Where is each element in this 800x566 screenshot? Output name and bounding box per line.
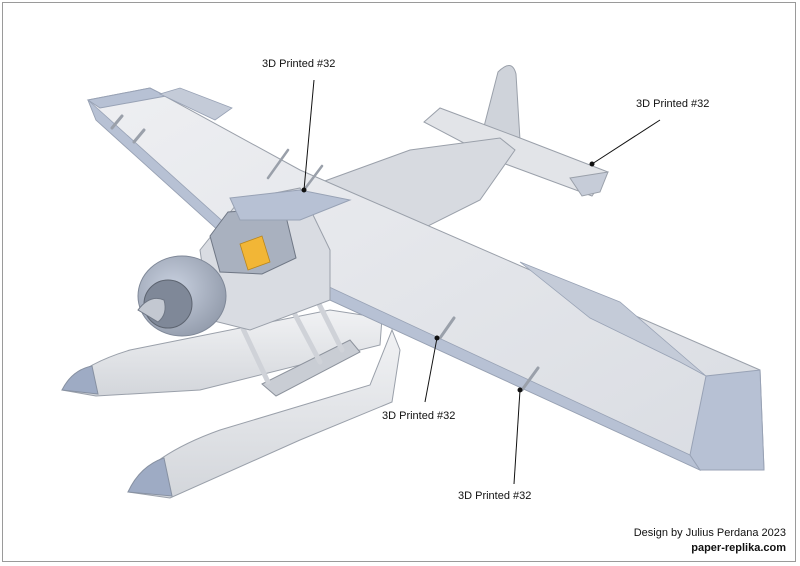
callout-leaders xyxy=(301,79,661,485)
right-float-nose xyxy=(127,457,173,497)
callout-label-wing-inner: 3D Printed #32 xyxy=(382,410,456,422)
left-flap xyxy=(158,87,233,121)
aileron xyxy=(519,261,707,377)
cockpit-interior xyxy=(239,235,271,271)
elevator xyxy=(569,171,609,197)
left-float-nose xyxy=(61,365,99,395)
propeller-spinner xyxy=(137,297,166,323)
cabin-roof xyxy=(229,189,352,221)
callout-label-tail: 3D Printed #32 xyxy=(636,98,710,110)
float-deck xyxy=(261,339,361,397)
website-credit: paper-replika.com xyxy=(691,542,786,554)
callout-label-top-center: 3D Printed #32 xyxy=(262,58,336,70)
callout-label-wing-outer: 3D Printed #32 xyxy=(458,490,532,502)
right-wing-tip xyxy=(689,369,765,471)
designer-credit: Design by Julius Perdana 2023 xyxy=(633,527,786,539)
wing-fittings xyxy=(110,114,540,392)
credit-block: Design by Julius Perdana 2023 paper-repl… xyxy=(634,526,786,556)
antennas xyxy=(266,148,324,192)
